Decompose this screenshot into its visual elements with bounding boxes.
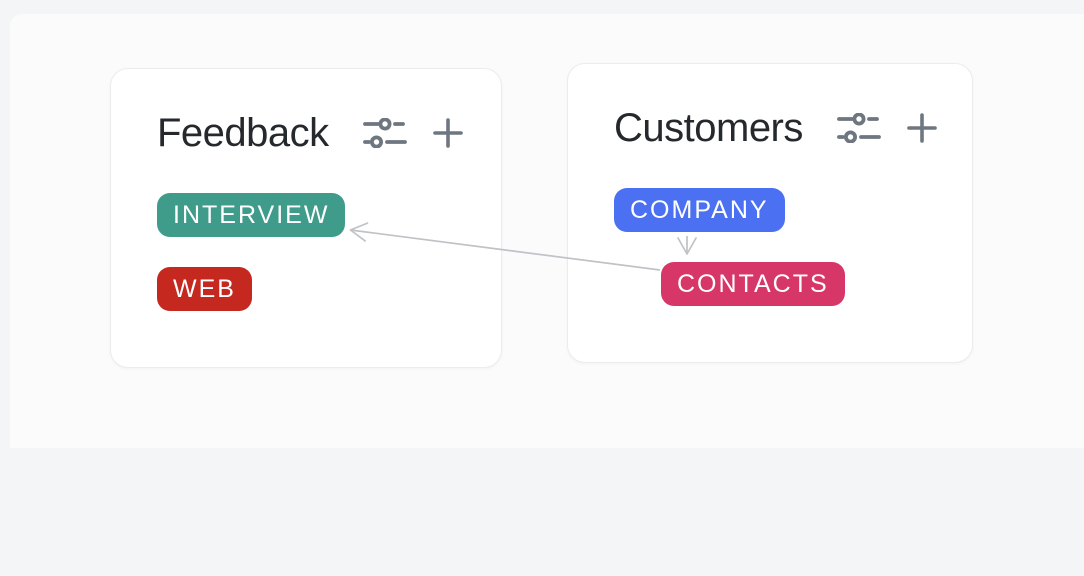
card-title-feedback: Feedback xyxy=(157,111,329,155)
feedback-card-header: Feedback xyxy=(157,109,465,157)
plus-icon xyxy=(432,118,463,148)
customers-card[interactable]: Customers COMPANY CONTACTS xyxy=(567,63,973,363)
card-title-customers: Customers xyxy=(614,106,803,150)
plus-icon xyxy=(907,113,937,143)
feedback-tags: INTERVIEW WEB xyxy=(157,193,465,311)
tag-contacts[interactable]: CONTACTS xyxy=(661,262,845,306)
filter-button[interactable] xyxy=(836,113,881,143)
customers-tags: COMPANY CONTACTS xyxy=(614,188,936,306)
sliders-icon xyxy=(836,113,881,143)
feedback-card[interactable]: Feedback INTERVIEW WEB xyxy=(110,68,502,368)
sliders-icon xyxy=(362,118,407,148)
tag-interview[interactable]: INTERVIEW xyxy=(157,193,346,237)
customers-card-header: Customers xyxy=(614,104,937,152)
tag-web[interactable]: WEB xyxy=(157,267,252,311)
add-button[interactable] xyxy=(432,118,463,148)
filter-button[interactable] xyxy=(362,118,407,148)
add-button[interactable] xyxy=(907,113,937,143)
tag-company[interactable]: COMPANY xyxy=(614,188,785,232)
